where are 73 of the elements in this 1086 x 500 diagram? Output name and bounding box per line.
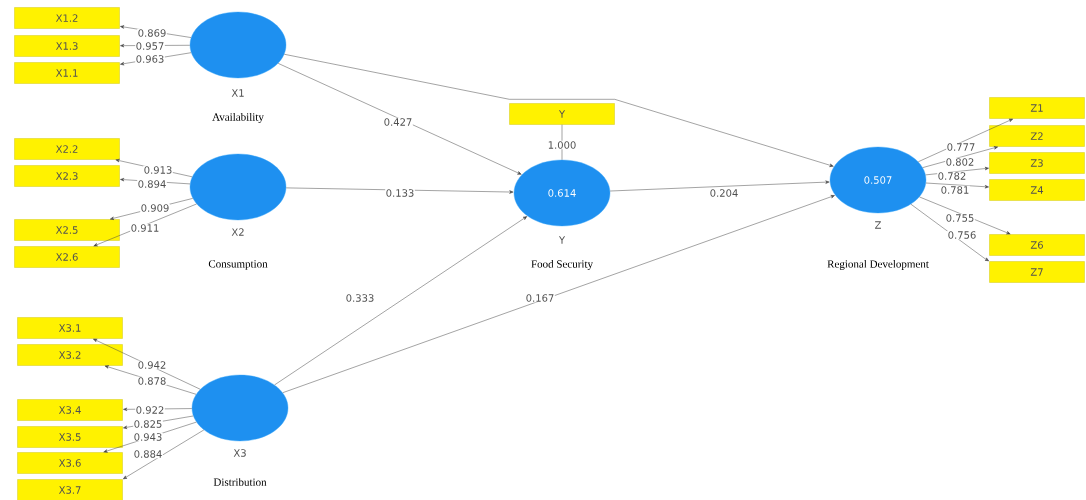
indicator-box: X3.5 [17,426,123,448]
indicator-box: X3.6 [17,452,123,474]
arrow [922,146,998,168]
edge-label: 0.957 [135,41,165,51]
edge-label: 0.894 [137,179,167,189]
edge-label: 0.755 [945,213,975,223]
arrow [925,182,989,189]
indicator-box: Z6 [989,234,1085,256]
indicator-box: Y [509,103,615,125]
arrow [123,429,205,480]
edge-label: 0.802 [945,157,975,167]
indicator-box: Z2 [989,125,1085,147]
construct-code: Y [558,236,566,244]
construct-ellipse [191,374,289,442]
edge-label: 0.943 [133,432,163,442]
construct-name: Distribution [213,478,267,486]
construct-code: X2 [231,228,244,236]
edge-label: 0.333 [345,293,375,303]
edge-label: 0.825 [133,419,163,429]
edge-label: 0.204 [709,188,739,198]
edge-label: 0.427 [383,117,413,127]
edge-label: 0.913 [143,165,173,175]
construct-ellipse [189,11,287,79]
edge-label: 0.884 [133,449,163,459]
construct-name: Availability [212,113,264,123]
edge-label: 0.878 [137,376,167,386]
indicator-box: X2.6 [14,246,120,268]
arrow [285,187,514,194]
indicator-box: X2.3 [14,165,120,187]
edge-label: 0.922 [135,405,165,415]
arrow [918,118,1013,162]
indicator-box: X3.4 [17,399,123,421]
arrow [284,54,834,167]
arrow [277,63,522,175]
edge-label: 0.167 [525,293,555,303]
construct-ellipse [189,153,287,221]
arrow [274,216,528,386]
edge-label: 0.869 [137,28,167,38]
indicator-box: X1.1 [14,62,120,84]
construct-name: Consumption [208,260,268,270]
indicator-box: X1.3 [14,35,120,57]
indicator-box: X1.2 [14,7,120,29]
arrow [609,180,830,192]
edge-label: 0.909 [140,203,170,213]
indicator-box: Z7 [989,261,1085,283]
edge-label: 0.781 [940,185,970,195]
indicator-box: X2.2 [14,138,120,160]
indicator-box: Z4 [989,179,1085,201]
arrow [919,196,1011,235]
arrow [910,204,989,262]
indicator-box: X3.2 [17,344,123,366]
arrow [925,166,989,176]
arrow [282,195,835,393]
edge-label: 1.000 [547,140,577,150]
indicator-box: X3.7 [17,479,123,500]
edge-label: 0.133 [385,188,415,198]
edge-label: 0.911 [130,223,160,233]
indicator-box: Z3 [989,152,1085,174]
construct-code: Z [875,221,881,229]
indicator-box: Z1 [989,97,1085,119]
arrow [93,338,201,390]
construct-code: X3 [233,449,246,457]
indicator-box: X2.5 [14,219,120,241]
edge-label: 0.942 [137,360,167,370]
construct-code: X1 [231,89,244,97]
edge-label: 0.756 [947,230,977,240]
construct-name: Regional Development [827,260,929,270]
edge-label: 0.782 [937,171,967,181]
indicator-box: X3.1 [17,317,123,339]
edge-label: 0.777 [946,142,976,152]
arrow [93,203,197,247]
construct-name: Food Security [531,260,593,270]
edge-label: 0.963 [135,54,165,64]
